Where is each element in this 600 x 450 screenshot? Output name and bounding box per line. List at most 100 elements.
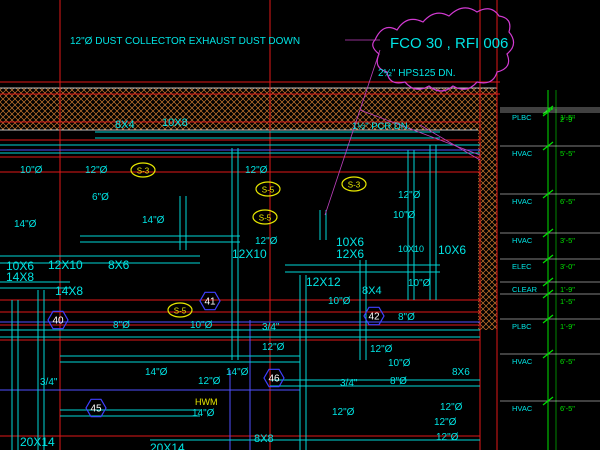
- tag-label: 46: [268, 374, 280, 385]
- rack-row-label: PLBC: [512, 322, 532, 331]
- rack-row-dimension: 1'-9": [560, 322, 575, 331]
- duct-label: 14"Ø: [226, 367, 249, 378]
- duct-label: 12X6: [336, 247, 364, 261]
- grid-lines: [0, 0, 500, 450]
- tag-label: 41: [204, 297, 216, 308]
- rack-tick: [542, 349, 554, 359]
- rack-row-label: HVAC: [512, 236, 533, 245]
- rack-row-label: HVAC: [512, 404, 533, 413]
- rack-rows: PLBC 1'-5"2'-9" HVAC 5'-5" HVAC 6'-5" HVAC 3'-5…: [500, 105, 600, 413]
- duct-label: 8"Ø: [390, 376, 407, 387]
- rack-row-label: CLEAR: [512, 285, 538, 294]
- duct-label: 10"Ø: [328, 296, 351, 307]
- duct-label: 12"Ø: [436, 432, 459, 443]
- duct-label: 14X8: [55, 284, 83, 298]
- supply-tag: S-5: [252, 209, 278, 225]
- rack-tick: [542, 314, 554, 324]
- tag-label: 42: [368, 312, 380, 323]
- tag-label: S-3: [137, 167, 150, 176]
- duct-label: 3/4": [262, 322, 280, 333]
- rack-row-label: ELEC: [512, 262, 532, 271]
- duct-label: 14"Ø: [142, 215, 165, 226]
- duct-label: 12"Ø: [85, 165, 108, 176]
- hatched-wall: [0, 88, 497, 130]
- duct-label: 10"Ø: [408, 278, 431, 289]
- rack-tick: [542, 254, 554, 264]
- tag-label: S-3: [348, 181, 361, 190]
- rack-row-dimension: 6'-5": [560, 404, 575, 413]
- duct-label: 12"Ø: [370, 344, 393, 355]
- duct-label: 12X10: [232, 247, 267, 261]
- supply-tag: S-5: [255, 181, 281, 197]
- rack-row-dimension: 2'-9": [560, 115, 575, 124]
- pipe-lines: [0, 149, 480, 450]
- duct-label: 10X8: [162, 117, 188, 129]
- duct-label: 10"Ø: [393, 210, 416, 221]
- duct-label: 8X6: [108, 258, 130, 272]
- duct-label: 12"Ø: [198, 376, 221, 387]
- duct-label: 8"Ø: [398, 312, 415, 323]
- equipment-hex-tag: 41: [199, 291, 221, 311]
- rack-row-dimension: 1'-9": [560, 285, 575, 294]
- tag-label: 40: [52, 316, 64, 327]
- duct-runs: [0, 131, 480, 450]
- duct-label: 14"Ø: [14, 219, 37, 230]
- rack-row-dimension: 5'-5": [560, 149, 575, 158]
- duct-label: 10"Ø: [20, 165, 43, 176]
- hatched-wall-right: [478, 130, 497, 330]
- duct-label: 12"Ø: [398, 190, 421, 201]
- rack-row-dimension: 3'-5": [560, 236, 575, 245]
- rack-row-dimension: 3'-0": [560, 262, 575, 271]
- rack-row-dimension: 6'-5": [560, 357, 575, 366]
- rack-row-label: HVAC: [512, 357, 533, 366]
- duct-label: 6"Ø: [92, 192, 109, 203]
- duct-label: 12"Ø: [255, 236, 278, 247]
- hps-note: 2½" HPS125 DN.: [378, 68, 455, 79]
- supply-tag: S-5: [167, 302, 193, 318]
- leaders: [324, 39, 481, 216]
- duct-label: 12X12: [306, 275, 341, 289]
- duct-label: 8"Ø: [113, 320, 130, 331]
- duct-label: 12"Ø: [245, 165, 268, 176]
- duct-label: 14"Ø: [192, 408, 215, 419]
- duct-label: 10"Ø: [190, 320, 213, 331]
- rack-row-label: HVAC: [512, 149, 533, 158]
- duct-label: 12"Ø: [440, 402, 463, 413]
- duct-label: 20X14: [150, 441, 185, 450]
- equipment-hex-tag: 40: [47, 310, 69, 330]
- rack-row-dimension: 1'-5": [560, 113, 575, 122]
- duct-label: 3/4": [40, 377, 58, 388]
- equipment-hex-tag: 42: [363, 306, 385, 326]
- supply-tag: S-3: [341, 176, 367, 192]
- duct-label: 12"Ø: [332, 407, 355, 418]
- tag-label: S-5: [259, 214, 272, 223]
- duct-label: 8X8: [254, 433, 274, 445]
- duct-label: 14X8: [6, 270, 34, 284]
- duct-label: 12X10: [48, 258, 83, 272]
- duct-label: 10X10: [398, 244, 424, 254]
- pcr-note: 1½" PCR DN.: [352, 121, 410, 132]
- tag-label: S-5: [262, 186, 275, 195]
- rack-tick: [542, 277, 554, 287]
- rack-tick: [542, 141, 554, 151]
- duct-label: 3/4": [340, 378, 358, 389]
- duct-label: HWM: [195, 397, 218, 407]
- duct-label: 8X4: [362, 285, 382, 297]
- rack-row-dimension: 6'-5": [560, 197, 575, 206]
- duct-label: 10X6: [336, 235, 364, 249]
- tag-label: 45: [90, 404, 102, 415]
- exhaust-note: 12"Ø DUST COLLECTOR EXHAUST DUST DOWN: [70, 36, 300, 47]
- rack-tick: [542, 228, 554, 238]
- equipment-hex-tag: 45: [85, 398, 107, 418]
- duct-label: 12"Ø: [434, 417, 457, 428]
- cloud-note: FCO 30 , RFI 006: [390, 35, 508, 52]
- equipment-hex-tag: 46: [263, 368, 285, 388]
- rack-tick: [542, 105, 554, 115]
- duct-label: 8X4: [115, 119, 135, 131]
- rack-tick: [542, 107, 554, 117]
- duct-label: 12"Ø: [262, 342, 285, 353]
- duct-label: 14"Ø: [145, 367, 168, 378]
